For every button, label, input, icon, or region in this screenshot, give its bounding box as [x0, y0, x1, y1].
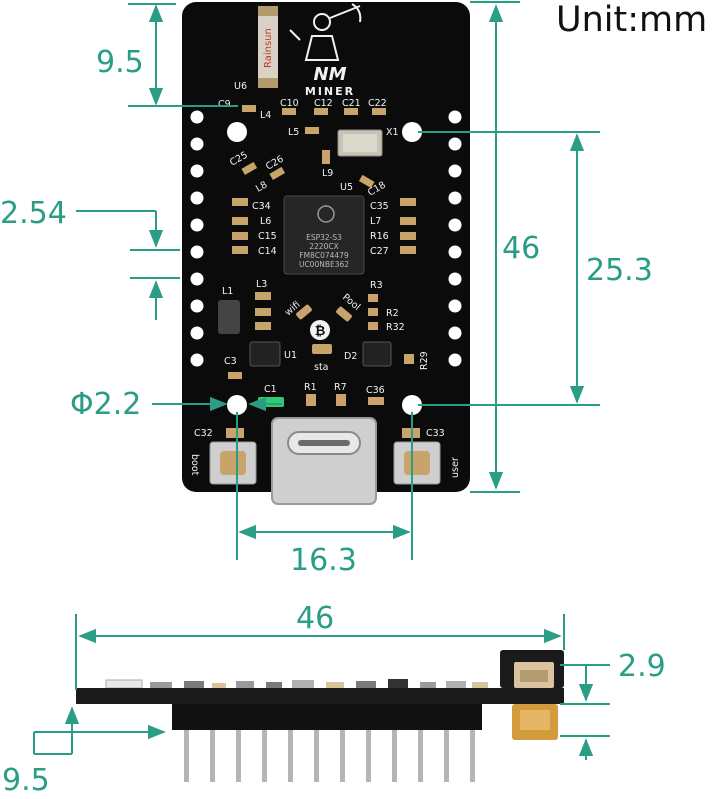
unit-label: Unit:mm [556, 0, 708, 40]
ic-d2 [362, 341, 392, 367]
mounting-hole-top-left [227, 122, 247, 142]
side-dimensions [33, 614, 610, 760]
label-c3: C3 [224, 356, 237, 367]
label-l1: L1 [222, 286, 233, 297]
top-dimensions [76, 1, 600, 560]
usb-c-connector [271, 417, 377, 505]
antenna-brand-label: Rainsun [263, 28, 274, 68]
label-c32: C32 [194, 428, 213, 439]
label-d2: D2 [344, 351, 357, 362]
label-c36: C36 [366, 385, 385, 396]
label-c22: C22 [368, 98, 387, 109]
label-r3: R3 [370, 280, 383, 291]
label-u1: U1 [284, 350, 297, 361]
side-dim-board-length: 46 [296, 601, 334, 636]
label-user: user [450, 457, 461, 478]
label-u6: U6 [234, 81, 247, 92]
led-c1 [258, 397, 284, 407]
label-c15: C15 [258, 231, 277, 242]
label-c34: C34 [252, 201, 271, 212]
mounting-hole-top-right [402, 122, 422, 142]
right-pin-header [448, 110, 462, 367]
chip-line-1: ESP32-S3 [306, 233, 342, 242]
label-c12: C12 [314, 98, 333, 109]
led-pool [336, 306, 352, 322]
label-l9: L9 [322, 168, 333, 179]
label-l5: L5 [288, 127, 299, 138]
label-r7: R7 [334, 382, 347, 393]
label-c10: C10 [280, 98, 299, 109]
esp32-chip: ESP32-S3 2220CX FM8C074479 UC00NBE362 [283, 195, 365, 275]
label-x1: X1 [386, 127, 399, 138]
chip-line-4: UC00NBE362 [299, 260, 349, 269]
label-sta: sta [314, 362, 329, 373]
label-boot: boot [189, 454, 200, 476]
label-c9: C9 [218, 99, 231, 110]
dim-pin-pitch: 2.54 [0, 196, 67, 231]
header-pins [184, 730, 475, 782]
top-dimension-labels: 9.5 2.54 Φ2.2 16.3 25.3 46 [0, 45, 653, 578]
bitcoin-icon [310, 320, 330, 340]
chip-line-2: 2220CX [309, 242, 338, 251]
led-wifi [296, 304, 312, 320]
mounting-hole-bottom-right [402, 395, 422, 415]
pin-header-body [172, 704, 482, 730]
label-c35: C35 [370, 201, 389, 212]
label-r32: R32 [386, 322, 405, 333]
top-view: Rainsun NM MINER ESP32-S3 2220CX FM8C074… [182, 2, 470, 505]
svg-text:₿: ₿ [315, 324, 326, 339]
dim-hole-spacing-x: 16.3 [290, 543, 357, 578]
dim-hole-spacing-y: 25.3 [586, 253, 653, 288]
label-l8: L8 [254, 179, 269, 194]
brand-logo: NM [314, 64, 347, 85]
label-u5: U5 [340, 182, 353, 193]
label-l4: L4 [260, 110, 271, 121]
boot-button[interactable] [209, 441, 257, 485]
miner-mascot-logo [289, 3, 362, 61]
left-pin-header [190, 110, 204, 367]
side-dim-pin-length: 9.5 [2, 763, 50, 798]
dim-header-offset: 9.5 [96, 45, 144, 80]
label-r29: R29 [419, 351, 430, 370]
label-l6: L6 [260, 216, 271, 227]
smd-components [226, 105, 420, 438]
side-dim-connector-height: 2.9 [618, 649, 666, 684]
label-c14: C14 [258, 246, 277, 257]
side-dimension-labels: 46 2.9 9.5 [2, 601, 666, 798]
label-c27: C27 [370, 246, 389, 257]
led-sta [312, 344, 332, 354]
dim-board-length: 46 [502, 231, 540, 266]
brand-name: MINER [305, 85, 355, 98]
label-c1: C1 [264, 384, 277, 395]
chip-line-3: FM8C074479 [299, 251, 349, 260]
label-c33: C33 [426, 428, 445, 439]
label-c21: C21 [342, 98, 361, 109]
regulator-u1 [249, 341, 281, 367]
mounting-hole-bottom-left [227, 395, 247, 415]
side-view [76, 650, 564, 782]
ceramic-antenna: Rainsun [258, 6, 278, 88]
inductor-l1 [218, 300, 240, 334]
pcb-side [76, 688, 564, 704]
label-r2: R2 [386, 308, 399, 319]
label-l3: L3 [256, 279, 267, 290]
label-r1: R1 [304, 382, 317, 393]
dim-hole-diameter: Φ2.2 [70, 387, 141, 422]
side-usb-connector [500, 650, 564, 740]
user-button[interactable] [393, 441, 441, 485]
label-l7: L7 [370, 216, 381, 227]
label-r16: R16 [370, 231, 389, 242]
